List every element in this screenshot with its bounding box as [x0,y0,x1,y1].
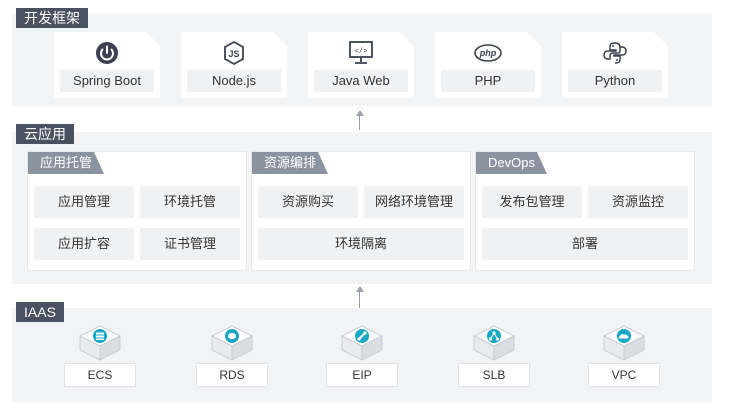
framework-label: Python [568,70,662,92]
server-icon [78,325,122,361]
svg-text:</>: </> [355,48,368,56]
php-icon: php [474,44,502,62]
iaas-label: ECS [65,364,135,386]
svg-text:JS: JS [228,49,239,59]
python-icon [603,42,627,64]
framework-label: Node.js [187,70,281,92]
framework-card-nodejs[interactable]: JS Node.js [181,32,287,98]
iaas-node-slb[interactable]: SLB [449,324,539,388]
iaas-node-rds[interactable]: RDS [187,324,277,388]
cell-app-scaling[interactable]: 应用扩容 [34,228,134,260]
up-arrow-icon [356,110,364,130]
cell-env-isolation[interactable]: 环境隔离 [258,228,464,260]
cell-env-hosting[interactable]: 环境托管 [140,186,240,218]
cell-release-package-management[interactable]: 发布包管理 [482,186,582,218]
group-devops: DevOps 发布包管理 资源监控 部署 [476,152,694,270]
iaas-node-ecs[interactable]: ECS [55,324,145,388]
framework-card-spring-boot[interactable]: Spring Boot [54,32,160,98]
cell-cert-management[interactable]: 证书管理 [140,228,240,260]
iaas-label: EIP [327,364,397,386]
cell-resource-purchase[interactable]: 资源购买 [258,186,358,218]
framework-card-php[interactable]: php PHP [435,32,541,98]
framework-card-python[interactable]: Python [562,32,668,98]
frameworks-layer-title: 开发框架 [16,8,88,28]
group-app-hosting: 应用托管 应用管理 环境托管 应用扩容 证书管理 [28,152,246,270]
iaas-label: VPC [589,364,659,386]
link-icon [340,325,384,361]
cell-network-env-management[interactable]: 网络环境管理 [364,186,464,218]
iaas-label: RDS [197,364,267,386]
svg-text:php: php [479,48,497,58]
group-resource-orchestration: 资源编排 资源购买 网络环境管理 环境隔离 [252,152,470,270]
database-icon [210,325,254,361]
monitor-code-icon: </> [349,41,373,64]
group-tag: 应用托管 [28,152,104,174]
cell-app-management[interactable]: 应用管理 [34,186,134,218]
iaas-node-vpc[interactable]: VPC [579,324,669,388]
cell-resource-monitoring[interactable]: 资源监控 [588,186,688,218]
framework-card-java-web[interactable]: </> Java Web [308,32,414,98]
iaas-node-eip[interactable]: EIP [317,324,407,388]
group-tag: DevOps [476,152,547,174]
iaas-label: SLB [459,364,529,386]
cloud-icon [602,325,646,361]
cell-deployment[interactable]: 部署 [482,228,688,260]
load-balancer-icon [472,325,516,361]
framework-label: Java Web [314,70,408,92]
power-icon [96,42,118,64]
framework-label: PHP [441,70,535,92]
up-arrow-icon [356,286,364,308]
group-tag: 资源编排 [252,152,328,174]
iaas-layer-title: IAAS [16,302,64,322]
cloud-app-layer-title: 云应用 [16,124,74,144]
framework-label: Spring Boot [60,70,154,92]
nodejs-icon: JS [224,40,244,66]
